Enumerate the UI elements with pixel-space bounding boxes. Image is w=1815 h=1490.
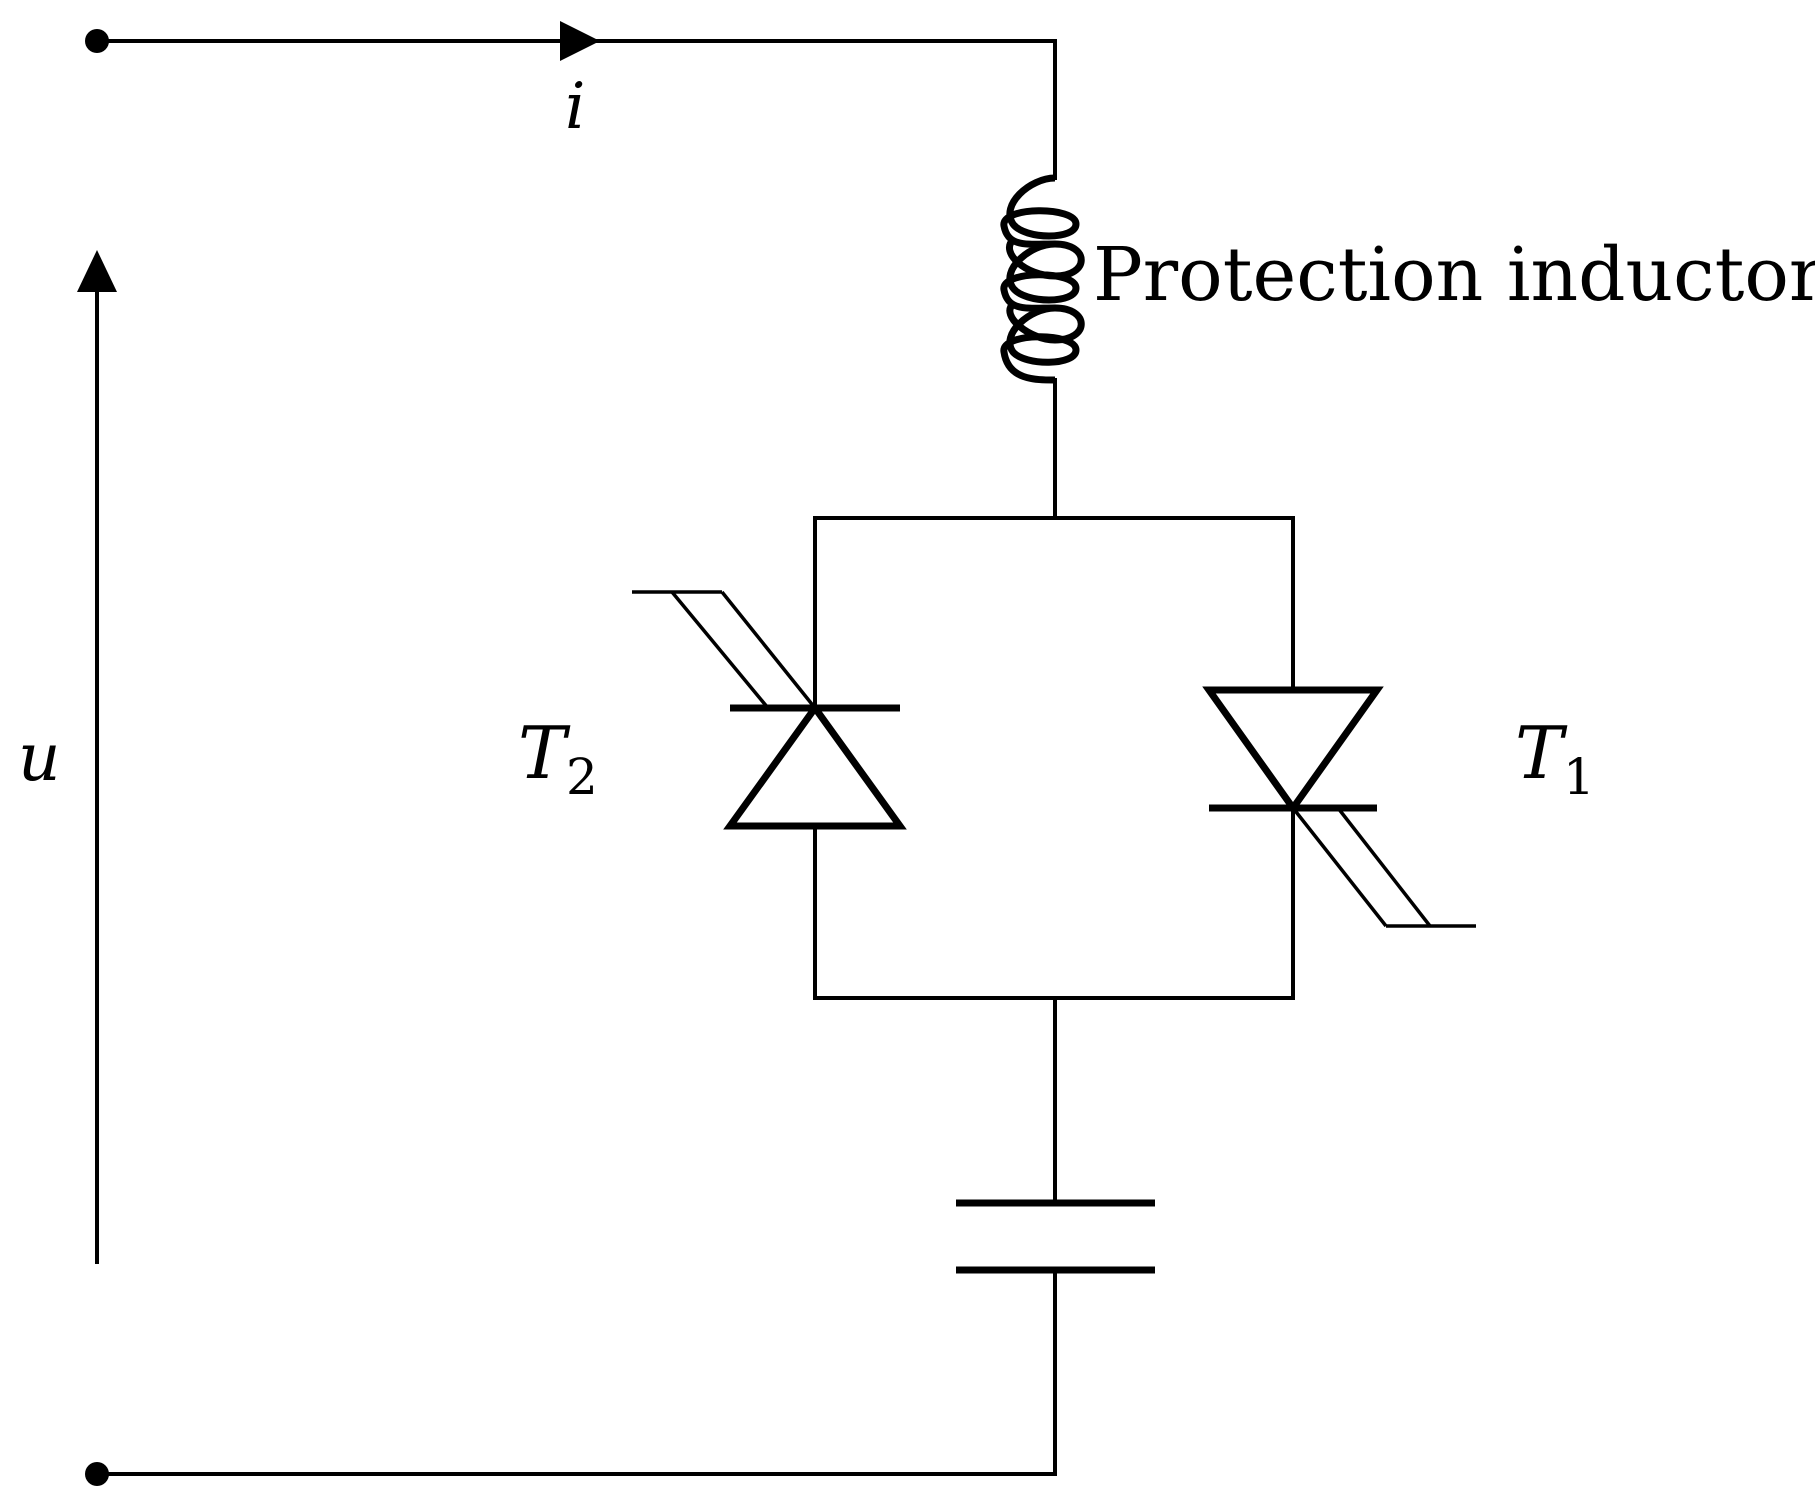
t2-label: T2 [518, 711, 598, 806]
thyristor-t1 [1202, 686, 1476, 928]
inductor-label: Protection inductor [1093, 232, 1815, 318]
voltage-arrow [77, 250, 117, 1264]
voltage-label: u [18, 719, 61, 796]
t1-label: T1 [1515, 711, 1595, 806]
capacitor [956, 996, 1155, 1476]
current-label: i [565, 70, 585, 144]
current-arrow [560, 21, 600, 61]
thyristor-t2 [632, 590, 907, 830]
protection-inductor [1000, 174, 1085, 384]
parallel-branch [813, 516, 1295, 1000]
